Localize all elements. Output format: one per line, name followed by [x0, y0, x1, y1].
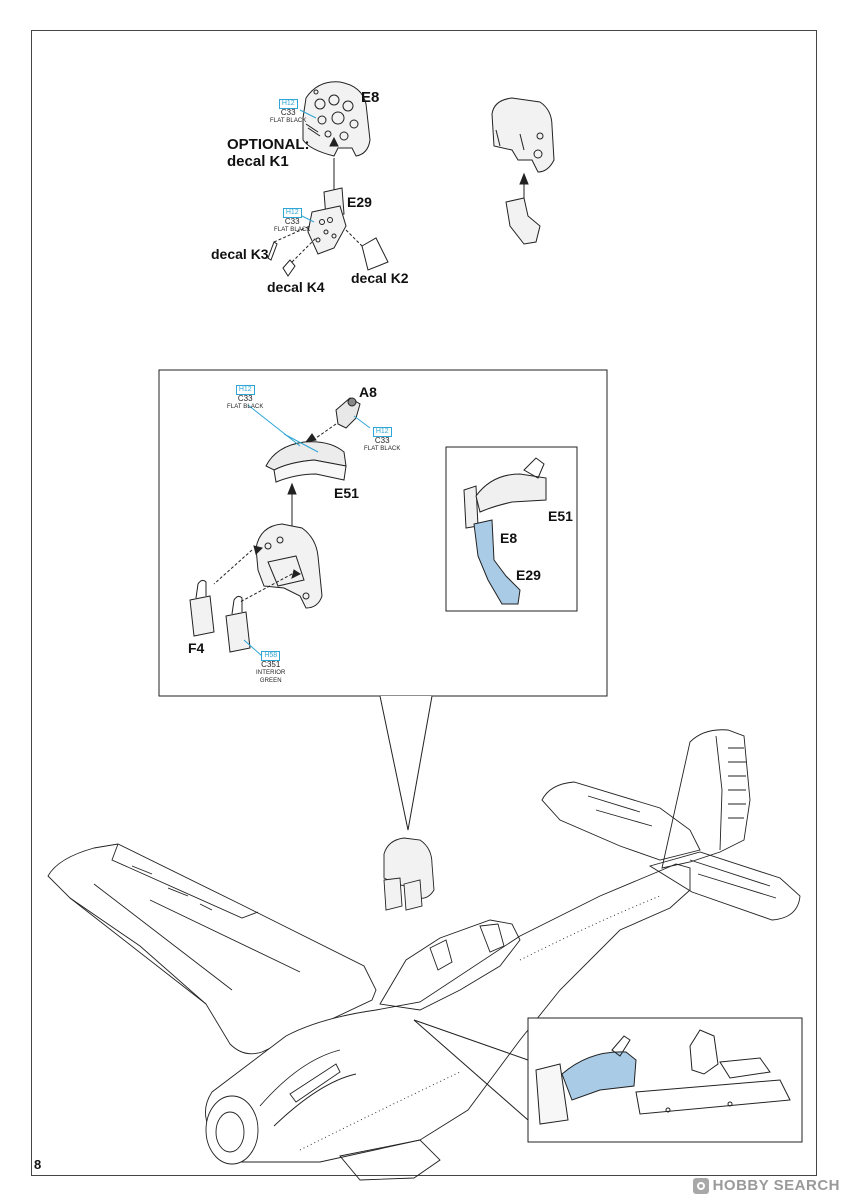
- watermark: HOBBY SEARCH: [692, 1177, 840, 1194]
- optional-decal-k1: decal K1: [227, 153, 289, 170]
- paint-name: FLAT BLACK: [270, 118, 307, 124]
- paint-hobby-code: H12: [278, 99, 298, 109]
- label-inset-e51: E51: [548, 508, 573, 524]
- paint-callout-f4: H58 C351 INTERIOR GREEN: [256, 651, 285, 685]
- paint-name: FLAT BLACK: [227, 404, 264, 410]
- paint-hobby-code: H12: [282, 208, 302, 218]
- paint-callout-a8: H12 C33 FLAT BLACK: [364, 427, 400, 453]
- label-f4: F4: [188, 640, 205, 656]
- page-frame: [31, 30, 817, 1176]
- paint-c-code: C33: [374, 436, 390, 445]
- paint-name-line1: INTERIOR: [256, 670, 286, 676]
- box-panel-drawing: [255, 523, 323, 609]
- callout-box: [158, 369, 608, 697]
- part-a8-drawing: [335, 397, 361, 429]
- alt-panel-drawing: [491, 97, 555, 245]
- paint-name-line2: GREEN: [259, 678, 282, 684]
- paint-c-code: C33: [280, 108, 296, 117]
- paint-name: FLAT BLACK: [364, 446, 401, 452]
- paint-hobby-code: H12: [372, 427, 392, 437]
- label-decal-k3: decal K3: [211, 246, 269, 262]
- label-a8: A8: [359, 384, 377, 400]
- decal-k4-shape: [282, 259, 296, 277]
- decal-k2-shape: [361, 237, 389, 271]
- paint-c-code: C351: [261, 660, 281, 669]
- part-e8-drawing: [302, 81, 371, 157]
- label-decal-k2: decal K2: [351, 270, 409, 286]
- part-f4-drawing: [189, 579, 251, 653]
- label-e8: E8: [361, 89, 380, 106]
- paint-c-code: C33: [284, 217, 300, 226]
- paint-callout-e29: H12 C33 FLAT BLACK: [274, 208, 310, 234]
- hobby-search-logo-icon: [692, 1177, 709, 1194]
- inset-box: [445, 446, 578, 612]
- decal-k3-shape: [267, 241, 278, 261]
- callout-pointer: [379, 695, 433, 831]
- label-inset-e8: E8: [500, 530, 518, 546]
- aircraft-drawing: [47, 729, 801, 1181]
- paint-callout-e51: H12 C33 FLAT BLACK: [227, 385, 263, 411]
- optional-label: OPTIONAL:: [227, 136, 310, 153]
- paint-hobby-code: H58: [261, 651, 281, 661]
- label-inset-e29: E29: [516, 567, 541, 583]
- part-e51-drawing: [265, 441, 347, 483]
- paint-callout-e8: H12 C33 FLAT BLACK: [270, 99, 306, 125]
- label-decal-k4: decal K4: [267, 279, 325, 295]
- inset-assembly-drawing: [463, 457, 547, 605]
- label-e51: E51: [334, 485, 359, 501]
- detail-cockpit-drawing: [535, 1029, 791, 1125]
- label-e29: E29: [347, 194, 372, 210]
- page-number: 8: [34, 1157, 42, 1172]
- part-e29-drawing: [307, 187, 347, 255]
- watermark-text: HOBBY SEARCH: [712, 1177, 840, 1194]
- paint-name: FLAT BLACK: [274, 227, 311, 233]
- paint-hobby-code: H12: [235, 385, 255, 395]
- paint-c-code: C33: [237, 394, 253, 403]
